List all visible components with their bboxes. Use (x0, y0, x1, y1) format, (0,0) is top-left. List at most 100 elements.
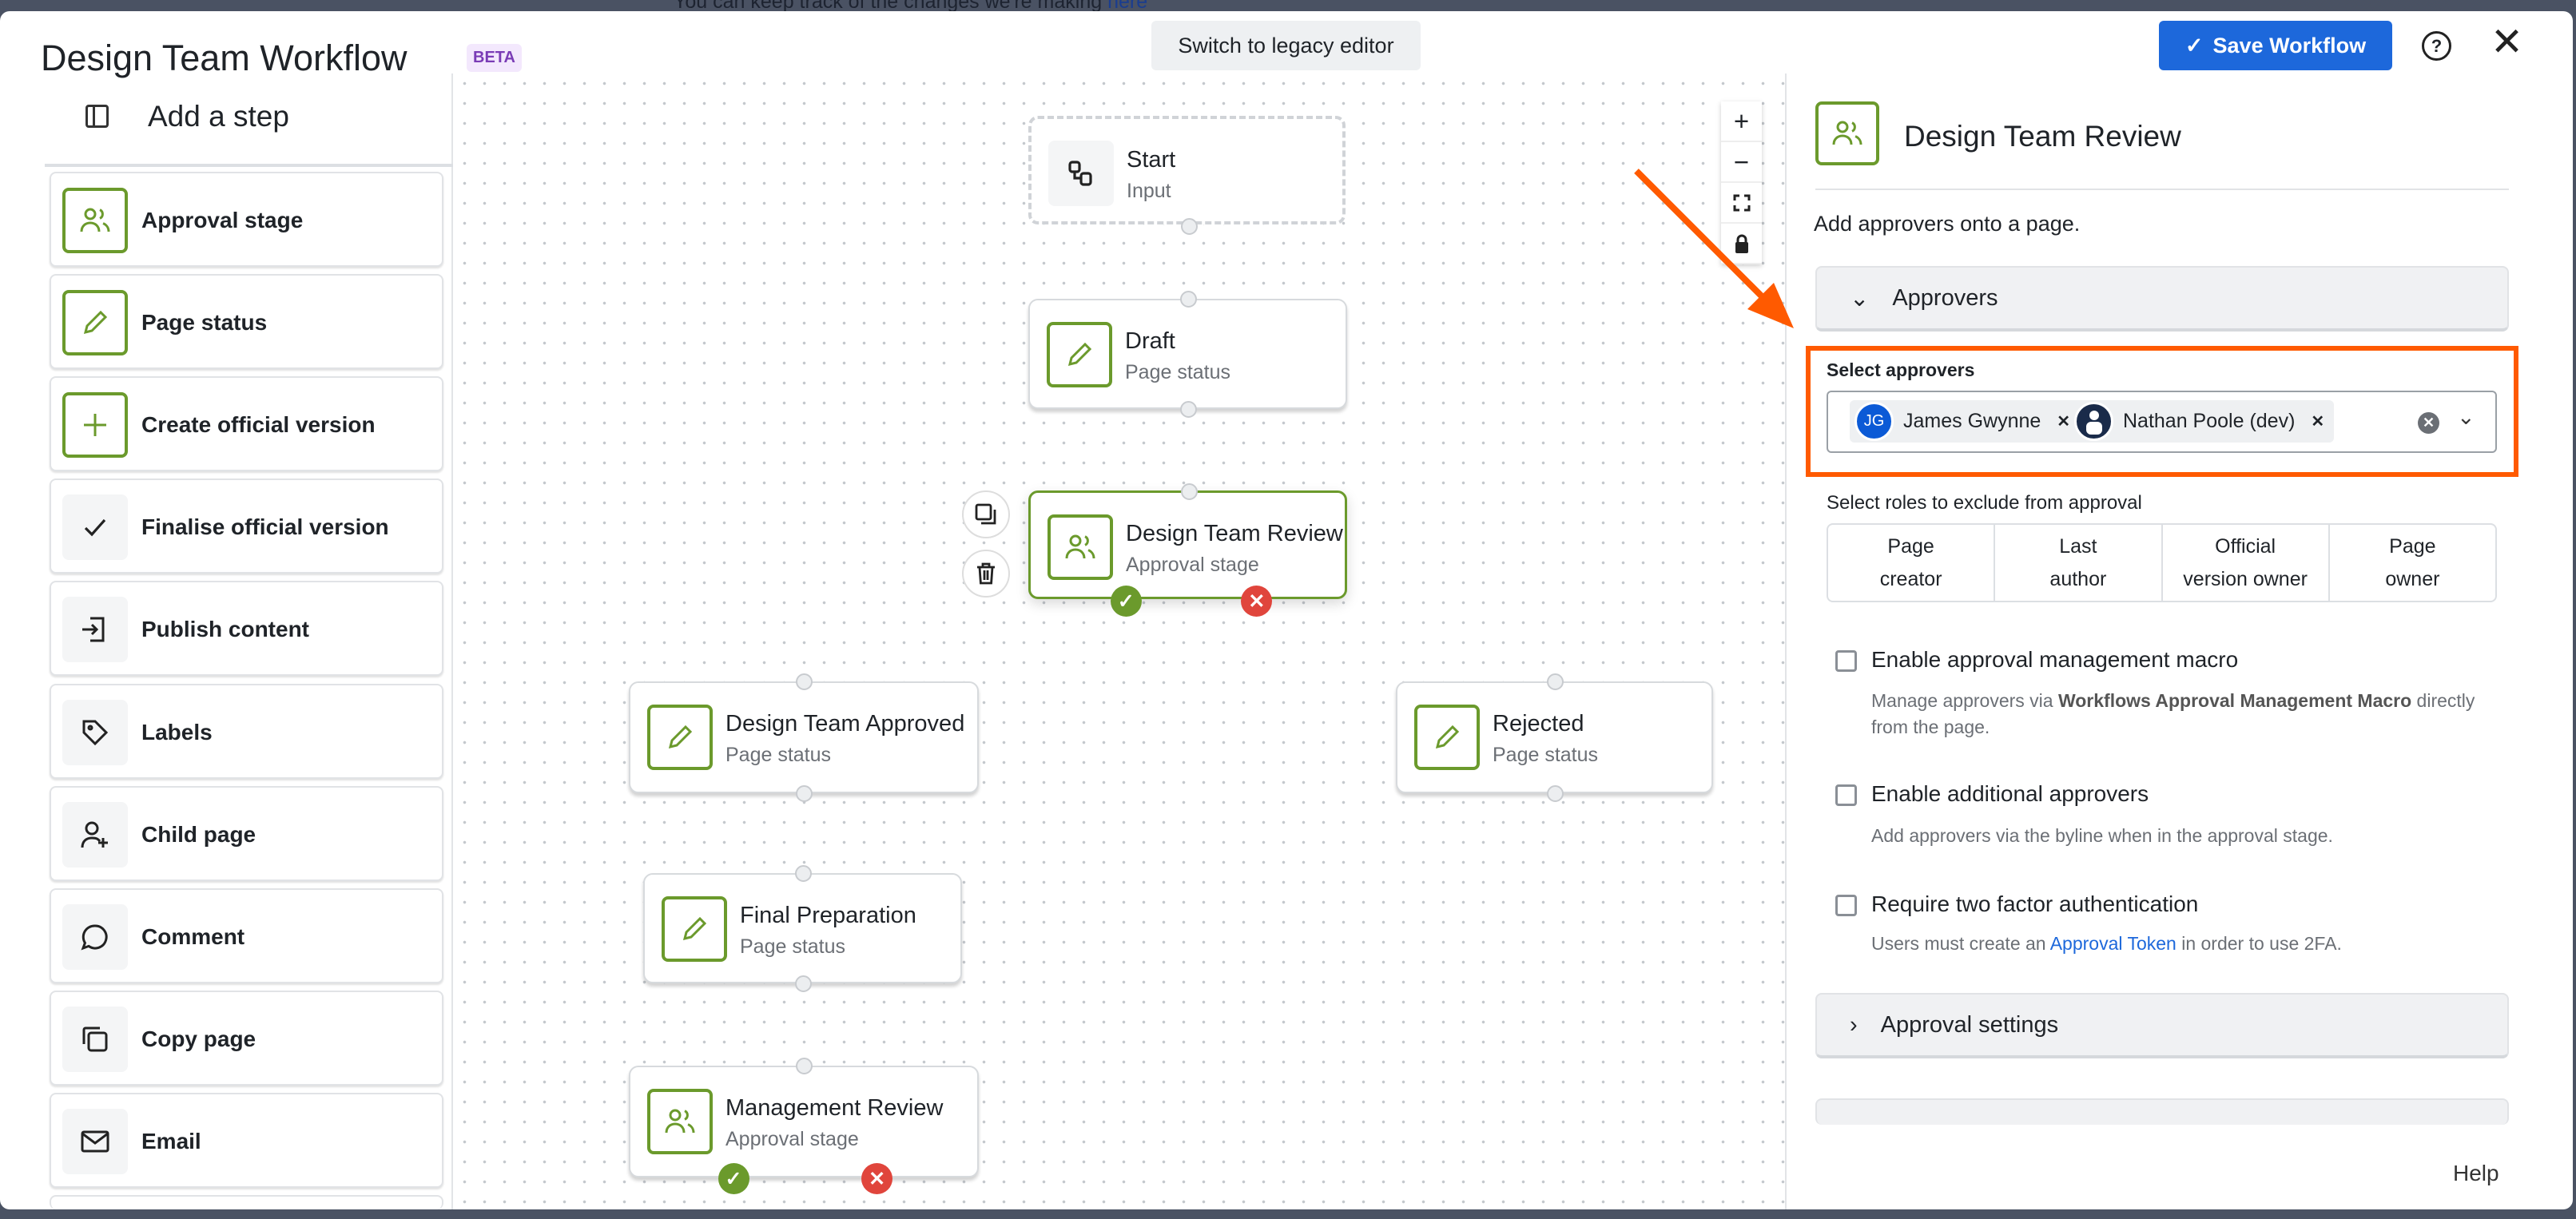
role-page-owner[interactable]: Page owner (2385, 534, 2440, 590)
reject-output-icon[interactable]: ✕ (861, 1163, 893, 1194)
panel-title: Add a step (148, 100, 289, 133)
chevron-down-icon[interactable]: ⌄ (2457, 405, 2475, 429)
step-item-label: Labels (141, 719, 213, 745)
canvas-controls: + − (1721, 101, 1762, 264)
collapse-panel-icon[interactable] (85, 105, 109, 128)
workflow-node-start[interactable]: Start Input (1028, 116, 1346, 235)
approver-chip: Nathan Poole (dev)✕ (2069, 400, 2335, 443)
pencil-icon (662, 896, 727, 962)
node-subtitle: Page status (1493, 744, 1599, 766)
workflow-node-design-team-approved[interactable]: Design Team Approved Page status (629, 673, 979, 802)
node-title: Rejected (1493, 711, 1584, 737)
step-item-partial[interactable] (50, 1195, 443, 1209)
step-item-page-status[interactable]: Page status (50, 274, 443, 370)
help-link[interactable]: Help (2453, 1161, 2499, 1185)
step-item-approval-stage[interactable]: Approval stage (50, 172, 443, 267)
step-item-create-official-version[interactable]: Create official version (50, 376, 443, 472)
workflow-node-rejected[interactable]: Rejected Page status (1396, 673, 1713, 802)
input-port[interactable] (1546, 673, 1564, 690)
step-item-label: Finalise official version (141, 514, 389, 540)
step-item-finalise-official-version[interactable]: Finalise official version (50, 478, 443, 574)
pencil-icon (1414, 705, 1480, 770)
collapsed-accordion[interactable] (1815, 1098, 2509, 1125)
highlight-box (1806, 346, 2518, 477)
output-port[interactable] (794, 975, 812, 992)
step-item-comment[interactable]: Comment (50, 887, 443, 983)
role-page-creator[interactable]: Page creator (1828, 525, 1996, 601)
divider (45, 164, 453, 167)
step-item-label: Page status (141, 310, 268, 336)
option-label: Require two factor authentication (1871, 891, 2199, 916)
beta-badge: BETA (467, 44, 522, 72)
input-port[interactable] (1179, 291, 1197, 308)
step-item-child-page[interactable]: Child page (50, 785, 443, 881)
copy-icon (62, 1006, 128, 1072)
workflow-node-draft[interactable]: Draft Page status (1028, 291, 1347, 418)
switch-legacy-editor-button[interactable]: Switch to legacy editor (1151, 21, 1421, 70)
step-item-label: Publish content (141, 617, 309, 642)
duplicate-node-button[interactable] (962, 490, 1010, 538)
page-title: Design Team Workflow (41, 38, 407, 78)
workflow-node-design-team-review[interactable]: Design Team Review Approval stage✓✕ (1028, 483, 1347, 617)
comment-icon (62, 903, 128, 970)
approve-output-icon[interactable]: ✓ (718, 1163, 749, 1194)
fit-view-icon[interactable] (1721, 183, 1762, 224)
close-icon[interactable]: ✕ (2491, 21, 2524, 64)
chevron-right-icon: › (1850, 1011, 1858, 1038)
output-port[interactable] (796, 785, 813, 802)
output-port[interactable] (1180, 218, 1198, 235)
pencil-icon (1047, 322, 1112, 387)
role-last-author[interactable]: Last author (1995, 525, 2163, 601)
users-icon (1047, 514, 1113, 580)
reject-output-icon[interactable]: ✕ (1241, 586, 1273, 617)
input-port[interactable] (796, 1058, 813, 1074)
zoom-out-icon[interactable]: − (1721, 142, 1762, 183)
users-icon (62, 188, 128, 253)
panel-title: Design Team Review (1904, 120, 2181, 153)
help-icon[interactable]: ? (2422, 31, 2451, 61)
node-subtitle: Page status (725, 744, 832, 766)
workflow-editor-modal: Design Team Workflow BETA Switch to lega… (0, 11, 2573, 1209)
clear-icon[interactable]: ✕ (2418, 412, 2439, 434)
node-subtitle: Page status (1125, 361, 1231, 383)
step-item-labels[interactable]: Labels (50, 683, 443, 779)
approvers-select[interactable]: JG James Gwynne✕ Nathan Poole (dev)✕ ✕ ⌄ (1827, 391, 2497, 453)
roles-label: Select roles to exclude from approval (1827, 492, 2142, 514)
background-link[interactable]: here (1107, 0, 1148, 13)
workflow-node-final-preparation[interactable]: Final Preparation Page status (643, 865, 962, 992)
approval-token-link[interactable]: Approval Token (2049, 933, 2176, 954)
output-port[interactable] (1546, 785, 1564, 802)
step-item-copy-page[interactable]: Copy page (50, 990, 443, 1086)
save-workflow-button[interactable]: ✓Save Workflow (2159, 21, 2392, 70)
two-factor-checkbox[interactable] (1835, 895, 1857, 916)
step-item-label: Comment (141, 923, 245, 949)
step-item-email[interactable]: Email (50, 1092, 443, 1188)
node-title: Draft (1125, 328, 1175, 354)
tag-icon (62, 699, 128, 765)
node-title: Design Team Approved (725, 711, 965, 737)
option-label: Enable additional approvers (1871, 781, 2149, 806)
step-item-publish-content[interactable]: Publish content (50, 581, 443, 677)
pencil-icon (647, 705, 713, 770)
remove-icon[interactable]: ✕ (2311, 413, 2325, 431)
additional-approvers-checkbox[interactable] (1835, 784, 1857, 806)
input-port[interactable] (1180, 483, 1198, 500)
workflow-node-management-review[interactable]: Management Review Approval stage✓✕ (629, 1058, 979, 1194)
approve-output-icon[interactable]: ✓ (1110, 586, 1142, 617)
zoom-in-icon[interactable]: + (1721, 101, 1762, 142)
delete-node-button[interactable] (962, 550, 1010, 598)
step-item-label: Create official version (141, 412, 376, 438)
input-port[interactable] (796, 673, 813, 690)
approval-settings-accordion[interactable]: ›Approval settings (1815, 993, 2509, 1058)
check-icon (62, 494, 128, 561)
output-port[interactable] (1179, 401, 1197, 418)
approvers-accordion[interactable]: ⌄Approvers (1815, 266, 2509, 332)
workflow-canvas[interactable]: + − Start Input Draft Page status Design… (455, 73, 1787, 1209)
input-port[interactable] (794, 865, 812, 882)
role-official-version-owner[interactable]: Official version owner (2163, 525, 2330, 601)
remove-icon[interactable]: ✕ (2057, 413, 2071, 431)
node-title: Start (1127, 147, 1176, 173)
lock-icon[interactable] (1721, 224, 1762, 264)
approval-macro-checkbox[interactable] (1835, 650, 1857, 672)
